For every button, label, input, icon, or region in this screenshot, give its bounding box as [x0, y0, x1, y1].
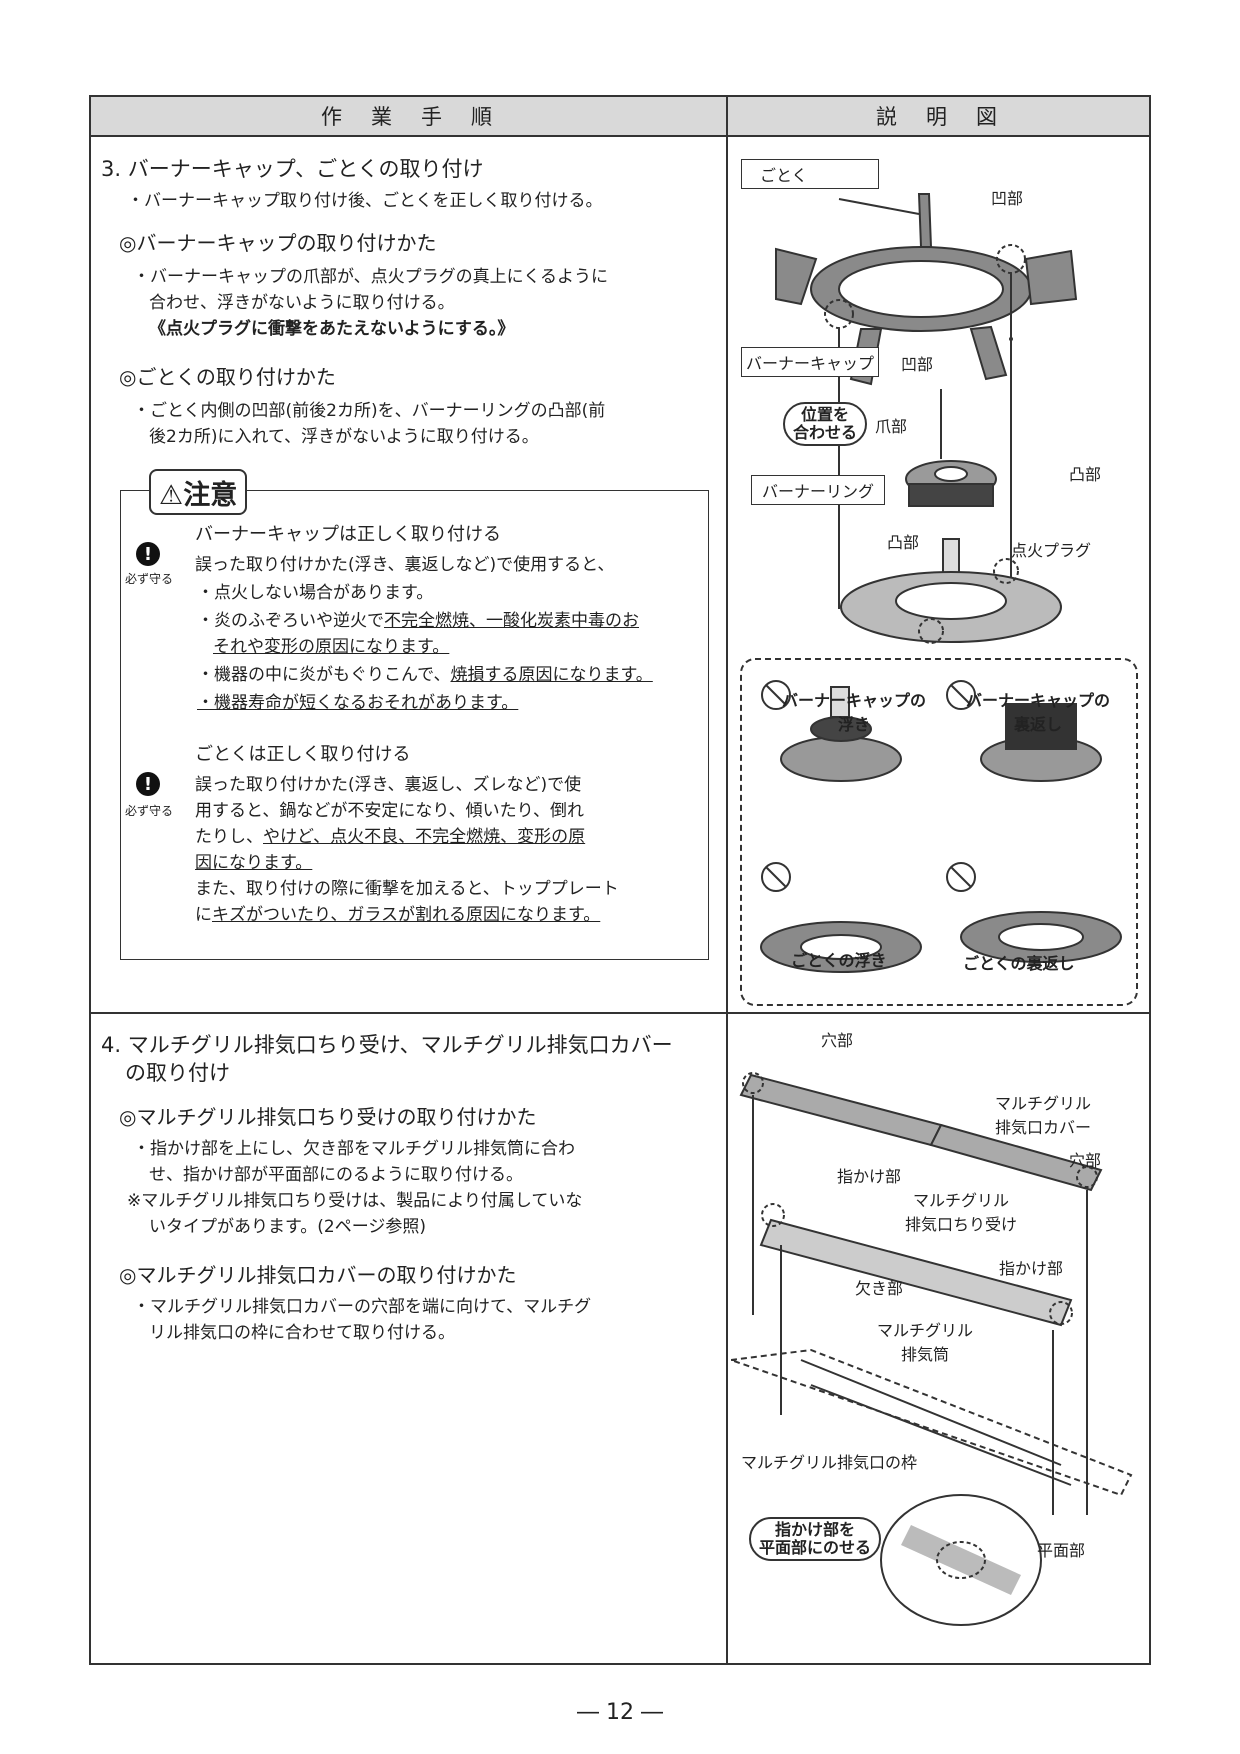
caution-item1-line4: それや変形の原因になります。 — [213, 637, 450, 657]
exclamation-icon: ! — [136, 542, 160, 566]
label-pipe-l1: マルチグリル — [877, 1321, 974, 1340]
label-ng2-l1: バーナーキャップの — [965, 691, 1110, 710]
column-divider — [726, 97, 728, 1663]
label-ignition-plug: 点火プラグ — [1011, 541, 1092, 560]
label-cover-l1: マルチグリル — [995, 1094, 1092, 1113]
must-label-2: 必ず守る — [125, 804, 174, 818]
caution-item2-line5: また、取り付けの際に衝撃を加えると、トッププレート — [195, 879, 619, 899]
header-figure: 説 明 図 — [728, 97, 1149, 137]
caution-item1-line5-b: 焼損する原因になります。 — [450, 665, 653, 685]
caution-item2-line6: にキズがついたり、ガラスが割れる原因になります。 — [195, 903, 600, 927]
caution-item1-title: バーナーキャップは正しく取り付ける — [195, 524, 501, 545]
caution-item2-title: ごとくは正しく取り付ける — [195, 744, 411, 765]
section4-title-line1: 4. マルチグリル排気口ちり受け、マルチグリル排気口カバー — [101, 1033, 673, 1057]
caution-item2-line3: たりし、やけど、点火不良、不完全燃焼、変形の原 — [195, 825, 585, 849]
caution-item1-line3-a: ・炎のふぞろいや逆火で — [197, 611, 384, 631]
section4-title-line2: の取り付け — [125, 1061, 230, 1085]
label-concave-bottom: 凹部 — [901, 355, 934, 374]
label-concave-top: 凹部 — [991, 189, 1024, 208]
label-convex-left: 凸部 — [887, 533, 920, 552]
caution-item1-line5-a: ・機器の中に炎がもぐりこんで、 — [197, 665, 451, 685]
caution-item1-line6-text: ・機器寿命が短くなるおそれがあります。 — [197, 693, 519, 713]
page-number: ― 12 ― — [577, 1700, 663, 1725]
exclamation-icon: ! — [136, 772, 160, 796]
instruction-table: 作 業 手 順 説 明 図 3. バーナーキャップ、ごとくの取り付け ・バーナー… — [89, 95, 1151, 1665]
caution-item2-line3-a: たりし、 — [195, 827, 263, 847]
caution-item2-line3-b: やけど、点火不良、不完全燃焼、変形の原 — [263, 827, 586, 847]
label-tray-l2: 排気口ちり受け — [905, 1215, 1018, 1234]
section4-sub1-line4: いタイプがあります。(2ページ参照) — [149, 1217, 427, 1237]
label-pipe: マルチグリル 排気筒 — [877, 1317, 973, 1365]
label-place-l2: 平面部にのせる — [759, 1538, 872, 1557]
label-convex-right: 凸部 — [1069, 465, 1102, 484]
caution-item2-line1: 誤った取り付けかた(浮き、裏返し、ズレなど)で使 — [195, 775, 582, 795]
label-ng4: ごとくの裏返し — [963, 954, 1075, 973]
section3-sub1-line3: 《点火プラグに衝撃をあたえないようにする。》 — [149, 319, 515, 339]
section4-sub1: ◎マルチグリル排気口ちり受けの取り付けかた — [119, 1105, 537, 1129]
label-frame: マルチグリル排気口の枠 — [741, 1453, 918, 1472]
label-align-l1: 位置を — [801, 405, 850, 424]
section3-sub1-line2: 合わせ、浮きがないように取り付ける。 — [149, 293, 455, 313]
section3-title: 3. バーナーキャップ、ごとくの取り付け — [101, 157, 484, 181]
label-finger-right: 指かけ部 — [999, 1259, 1064, 1278]
label-align-pill: 位置を 合わせる — [783, 402, 868, 446]
caution-box — [120, 490, 709, 960]
grill-exhaust-diagram — [731, 1072, 1133, 1626]
label-place-pill: 指かけ部を 平面部にのせる — [749, 1517, 882, 1561]
caution-item1-line3: ・炎のふぞろいや逆火で不完全燃焼、一酸化炭素中毒のお — [197, 609, 639, 633]
section4-sub2-line2: リル排気口の枠に合わせて取り付ける。 — [149, 1323, 455, 1343]
section3-sub2: ◎ごとくの取り付けかた — [119, 365, 336, 389]
label-cover-l2: 排気口カバー — [995, 1118, 1092, 1137]
section3-sub2-line2: 後2カ所)に入れて、浮きがないように取り付ける。 — [149, 427, 539, 447]
label-ng2-l2: 裏返し — [1013, 715, 1062, 734]
burner-assembly-diagram — [740, 193, 1138, 1006]
caution-item1-line3-b: 不完全燃焼、一酸化炭素中毒のお — [384, 611, 639, 631]
section4-sub1-line3: ※マルチグリル排気口ちり受けは、製品により付属していな — [127, 1191, 583, 1211]
header-procedure: 作 業 手 順 — [91, 97, 728, 137]
section3-sub2-line1: ・ごとく内側の凹部(前後2カ所)を、バーナーリングの凸部(前 — [133, 401, 606, 421]
label-align-l2: 合わせる — [793, 423, 858, 442]
label-pipe-l2: 排気筒 — [901, 1345, 950, 1364]
caution-title: ⚠注意 — [149, 469, 248, 515]
label-ng1-l1: バーナーキャップの — [781, 691, 926, 710]
label-hole-top: 穴部 — [821, 1031, 854, 1050]
label-claw: 爪部 — [875, 417, 908, 436]
must-label-1: 必ず守る — [125, 572, 174, 586]
section4-sub2-line1: ・マルチグリル排気口カバーの穴部を端に向けて、マルチグ — [133, 1297, 592, 1317]
caution-item1-line1: 誤った取り付けかた(浮き、裏返しなど)で使用すると、 — [195, 555, 615, 575]
section4-sub2: ◎マルチグリル排気口カバーの取り付けかた — [119, 1263, 517, 1287]
caution-item1-line6: ・機器寿命が短くなるおそれがあります。 — [197, 691, 518, 715]
section3-intro: ・バーナーキャップ取り付け後、ごとくを正しく取り付ける。 — [127, 191, 603, 211]
row-divider — [91, 1012, 1149, 1014]
label-gotoku: ごとく — [741, 159, 879, 189]
caution-item2-line2: 用すると、鍋などが不安定になり、傾いたり、倒れ — [195, 801, 584, 821]
caution-item1-line2: ・点火しない場合があります。 — [197, 583, 434, 603]
label-ng3: ごとくの浮き — [791, 951, 887, 970]
section4-sub1-line1: ・指かけ部を上にし、欠き部をマルチグリル排気筒に合わ — [133, 1139, 575, 1159]
label-burner-cap: バーナーキャップ — [741, 347, 880, 377]
label-tray: マルチグリル 排気口ちり受け — [905, 1187, 1017, 1235]
section4-sub1-line2: せ、指かけ部が平面部にのるように取り付ける。 — [149, 1165, 523, 1185]
label-burner-ring: バーナーリング — [751, 475, 886, 505]
caution-item2-line6-b: キズがついたり、ガラスが割れる原因になります。 — [212, 905, 601, 925]
label-flat: 平面部 — [1037, 1541, 1086, 1560]
label-ng1-l2: 浮き — [837, 715, 870, 734]
label-ng1: バーナーキャップの 浮き — [769, 687, 939, 735]
label-place-l1: 指かけ部を — [775, 1520, 856, 1539]
section3-sub1: ◎バーナーキャップの取り付けかた — [119, 231, 437, 255]
section3-sub1-line1: ・バーナーキャップの爪部が、点火プラグの真上にくるように — [133, 267, 608, 287]
label-hole-right: 穴部 — [1069, 1151, 1102, 1170]
caution-item1-line5: ・機器の中に炎がもぐりこんで、焼損する原因になります。 — [197, 663, 653, 687]
label-ng2: バーナーキャップの 裏返し — [953, 687, 1123, 735]
label-tray-l1: マルチグリル — [913, 1191, 1010, 1210]
caution-item2-line4: 因になります。 — [195, 853, 313, 873]
label-finger-left: 指かけ部 — [837, 1167, 902, 1186]
caution-item2-line6-a: に — [195, 905, 212, 925]
label-notch: 欠き部 — [855, 1279, 904, 1298]
label-cover: マルチグリル 排気口カバー — [995, 1090, 1091, 1138]
